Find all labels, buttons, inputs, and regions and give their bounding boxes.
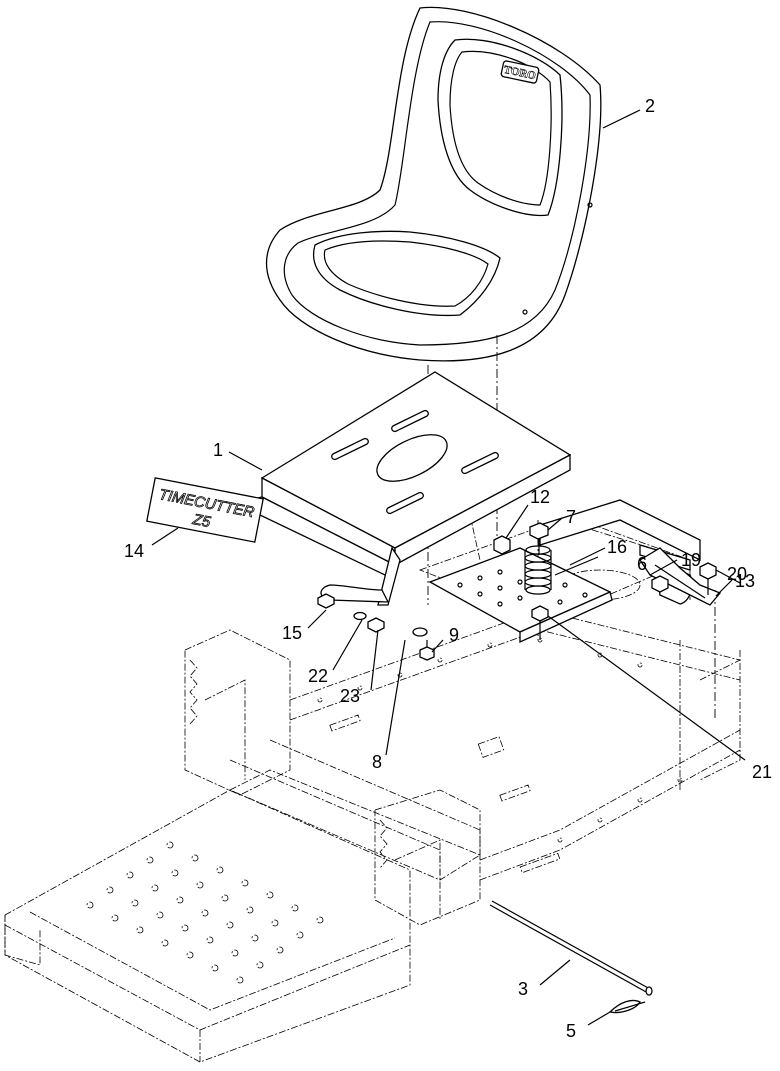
callout-13: 13 [735,571,755,591]
seat-spring [524,545,552,595]
bolt-15 [317,593,335,609]
decal-line2: Z5 [190,511,212,531]
pivot-rod-3 [489,900,653,996]
spring-mount-plate [428,545,613,644]
seat-logo: TORO [500,60,540,84]
seat-latch-arm [377,546,401,606]
nut-23 [367,617,385,633]
right-upright [374,789,481,926]
callout-20: 20 [727,564,747,584]
callout-14: 14 [124,541,144,561]
callout-labels: 1 2 3 5 6 7 8 9 12 13 14 15 16 19 20 21 … [124,96,772,1041]
callout-23: 23 [340,686,360,706]
left-upright [184,629,291,796]
washer-8 [412,627,428,637]
callout-15: 15 [282,623,302,643]
hardware [317,522,717,1014]
bolt-20 [699,562,717,595]
bolt-21 [531,605,549,640]
hairpin-clip-5 [608,999,646,1014]
callout-22: 22 [308,666,328,686]
callout-6: 6 [637,554,647,574]
seat-cushion [313,230,501,317]
callout-2: 2 [645,96,655,116]
washer-22 [353,611,367,621]
leader-lines [151,109,746,1026]
timecutter-decal: TIMECUTTER Z5 [146,477,264,543]
callout-16: 16 [607,537,627,557]
callout-7: 7 [566,507,576,527]
callout-12: 12 [530,487,550,507]
nut-12 [493,535,511,555]
callout-5: 5 [566,1021,576,1041]
frame-floor-plate [4,789,411,1063]
callout-1: 1 [213,440,223,460]
callout-8: 8 [372,752,382,772]
seat-back-pad [437,38,563,217]
callout-3: 3 [518,979,528,999]
floor-plate-holes [86,841,324,984]
seat: TORO [265,6,602,362]
callout-21: 21 [752,762,772,782]
bolt-7 [529,522,549,555]
bolt-9 [419,640,435,661]
callout-19: 19 [681,550,701,570]
seat-pan [248,371,572,606]
callout-9: 9 [449,625,459,645]
